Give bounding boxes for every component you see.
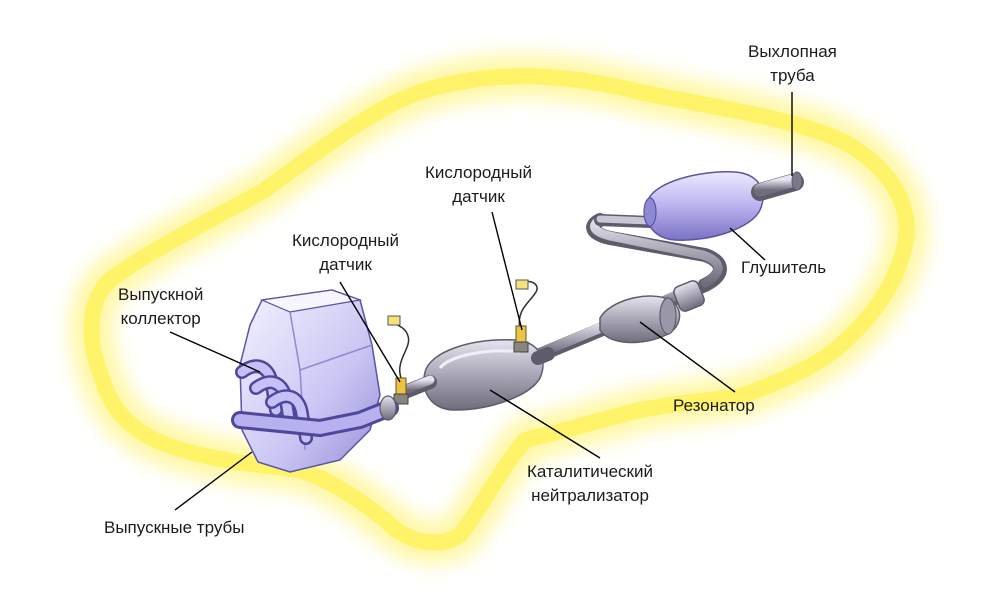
leader-line-resonator	[639, 321, 736, 393]
label-muffler: Глушитель	[741, 258, 827, 277]
label-exhaust-pipe: Выхлопная труба	[748, 42, 837, 85]
leader-line-oxygen-sensor-rear	[491, 211, 523, 331]
label-exhaust-tubes: Выпускные трубы	[104, 518, 245, 537]
label-exhaust-manifold: Выпускной коллектор	[118, 285, 204, 328]
label-oxygen-sensor-rear: Кислородный датчик	[425, 163, 533, 206]
leader-line-exhaust-manifold	[169, 331, 261, 373]
leader-line-oxygen-sensor-front	[339, 281, 401, 383]
leader-line-catalytic-converter	[489, 389, 601, 459]
label-catalytic-converter: Каталитический нейтрализатор	[527, 462, 653, 505]
resonator-part	[599, 295, 681, 344]
catalytic-converter-part	[398, 339, 555, 411]
muffler-part	[643, 171, 804, 241]
exhaust-manifold-part	[231, 359, 399, 445]
leader-line-exhaust-tubes	[174, 451, 253, 511]
label-resonator: Резонатор	[673, 396, 755, 415]
oxygen-sensor-front	[387, 315, 410, 405]
label-oxygen-sensor-front: Кислородный датчик	[292, 231, 400, 274]
car-silhouette	[69, 54, 929, 565]
leader-line-muffler	[729, 227, 766, 261]
oxygen-sensor-rear	[513, 279, 538, 353]
leader-lines	[169, 92, 793, 511]
